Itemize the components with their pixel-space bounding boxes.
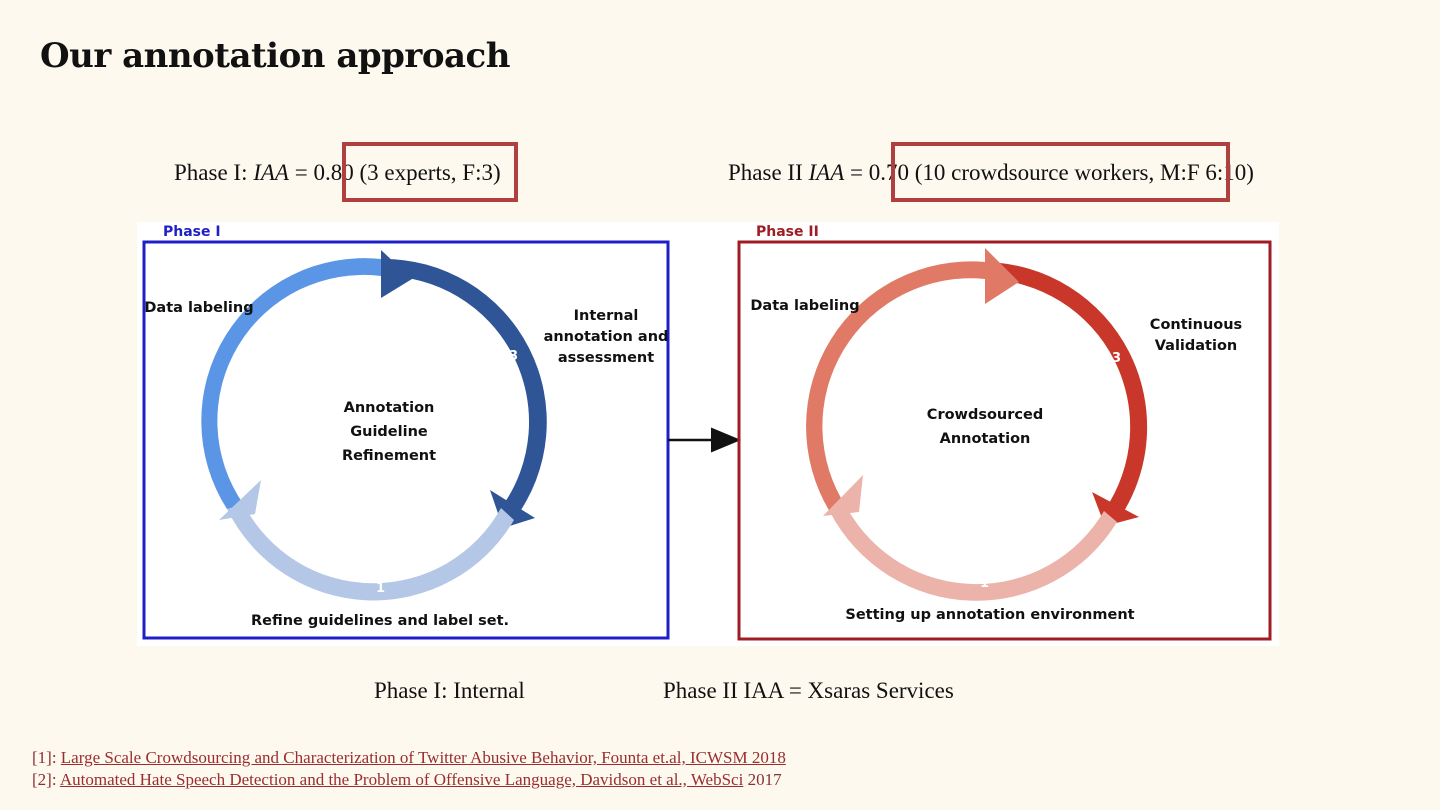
phase1-iaa-prefix: Phase I:: [174, 160, 254, 185]
phase1-center-line2: Guideline: [350, 424, 428, 440]
phase2-num3: 3: [1112, 351, 1121, 366]
phase1-step-left: Data labeling: [144, 300, 253, 316]
phase2-step-bottom: Setting up annotation environment: [845, 607, 1134, 623]
reference-2-link[interactable]: Automated Hate Speech Detection and the …: [59, 770, 744, 789]
phase1-iaa-value: 0.80 (3 experts,: [313, 160, 457, 185]
phase2-iaa-suffix: M:F 6:10): [1154, 160, 1254, 185]
phase2-caption: Phase II IAA = Xsaras Services: [663, 678, 954, 703]
phase1-num1: 1: [376, 581, 385, 596]
annotation-process-diagram: Phase I 2 3 1 Annotation Guideline Refin…: [137, 222, 1279, 646]
phase1-arrowhead-step2: [381, 250, 412, 298]
phase2-iaa-equals: =: [844, 160, 869, 185]
reference-1-marker: [1]:: [32, 748, 61, 767]
phase1-arrowhead-step1: [219, 480, 261, 520]
phase1-arrow-step3: [381, 258, 547, 520]
phase2-panel-label: Phase II: [756, 224, 819, 240]
reference-2-tail: 2017: [743, 770, 782, 789]
diagram-svg: Phase I 2 3 1 Annotation Guideline Refin…: [142, 224, 1272, 641]
phase2-center-line1: Crowdsourced: [927, 407, 1043, 423]
phase1-step-bottom: Refine guidelines and label set.: [251, 613, 509, 629]
phase1-step-right-line2: annotation and: [544, 329, 669, 345]
slide-title: Our annotation approach: [40, 36, 510, 76]
phase2-highlight-box: [891, 142, 1230, 202]
phase2-center-line2: Annotation: [940, 431, 1031, 447]
phase2-iaa-label: IAA: [808, 160, 845, 185]
reference-1: [1]: Large Scale Crowdsourcing and Chara…: [32, 747, 786, 769]
phase1-caption: Phase I: Internal: [374, 678, 525, 703]
phase1-num3: 3: [509, 349, 518, 364]
phase1-iaa-suffix: F:3): [456, 160, 501, 185]
phase1-center-line1: Annotation: [344, 400, 435, 416]
phase1-step-right-line3: assessment: [558, 350, 654, 366]
references: [1]: Large Scale Crowdsourcing and Chara…: [32, 747, 786, 791]
phase2-panel-border: [737, 240, 1272, 641]
phase1-iaa-equals: =: [288, 160, 314, 185]
phase1-center-line3: Refinement: [342, 448, 436, 464]
reference-2-marker: [2]:: [32, 770, 60, 789]
phase2-num1: 1: [980, 576, 989, 591]
phase1-panel-label: Phase I: [163, 224, 221, 240]
phase2-step-right-line1: Continuous: [1150, 317, 1242, 333]
phase1-highlight-box: [342, 142, 518, 202]
phase1-cycle: 2 3 1: [201, 250, 547, 601]
phase2-arrow-step2: [806, 261, 985, 512]
phase2-num2: 2: [848, 351, 857, 366]
phase1-iaa-label: IAA: [253, 160, 289, 185]
phase2-iaa-prefix: Phase II: [728, 160, 809, 185]
phase1-step-right-line1: Internal: [574, 308, 639, 324]
phase2-iaa-header: Phase II IAA = 0.70 (10 crowdsource work…: [728, 160, 1254, 186]
phase2-step-right-line2: Validation: [1155, 338, 1238, 354]
phase2-arrowhead-step1: [823, 475, 863, 516]
reference-2: [2]: Automated Hate Speech Detection and…: [32, 769, 786, 791]
phase2-arrowhead-step2: [985, 248, 1019, 304]
phase1-iaa-header: Phase I: IAA = 0.80 (3 experts, F:3): [174, 160, 501, 186]
reference-1-link[interactable]: Large Scale Crowdsourcing and Characteri…: [60, 748, 786, 767]
phase1-num2: 2: [248, 349, 257, 364]
phase2-arrow-step1: [830, 508, 1117, 601]
phase1-arrow-step2: [201, 258, 381, 509]
phase2-iaa-value: 0.70 (10 crowdsource workers,: [868, 160, 1155, 185]
phase1-arrow-step1: [227, 505, 514, 601]
phase2-step-left: Data labeling: [750, 298, 859, 314]
phase2-cycle: 2 3 1: [806, 248, 1148, 601]
phase2-arrow-step3: [985, 262, 1148, 522]
